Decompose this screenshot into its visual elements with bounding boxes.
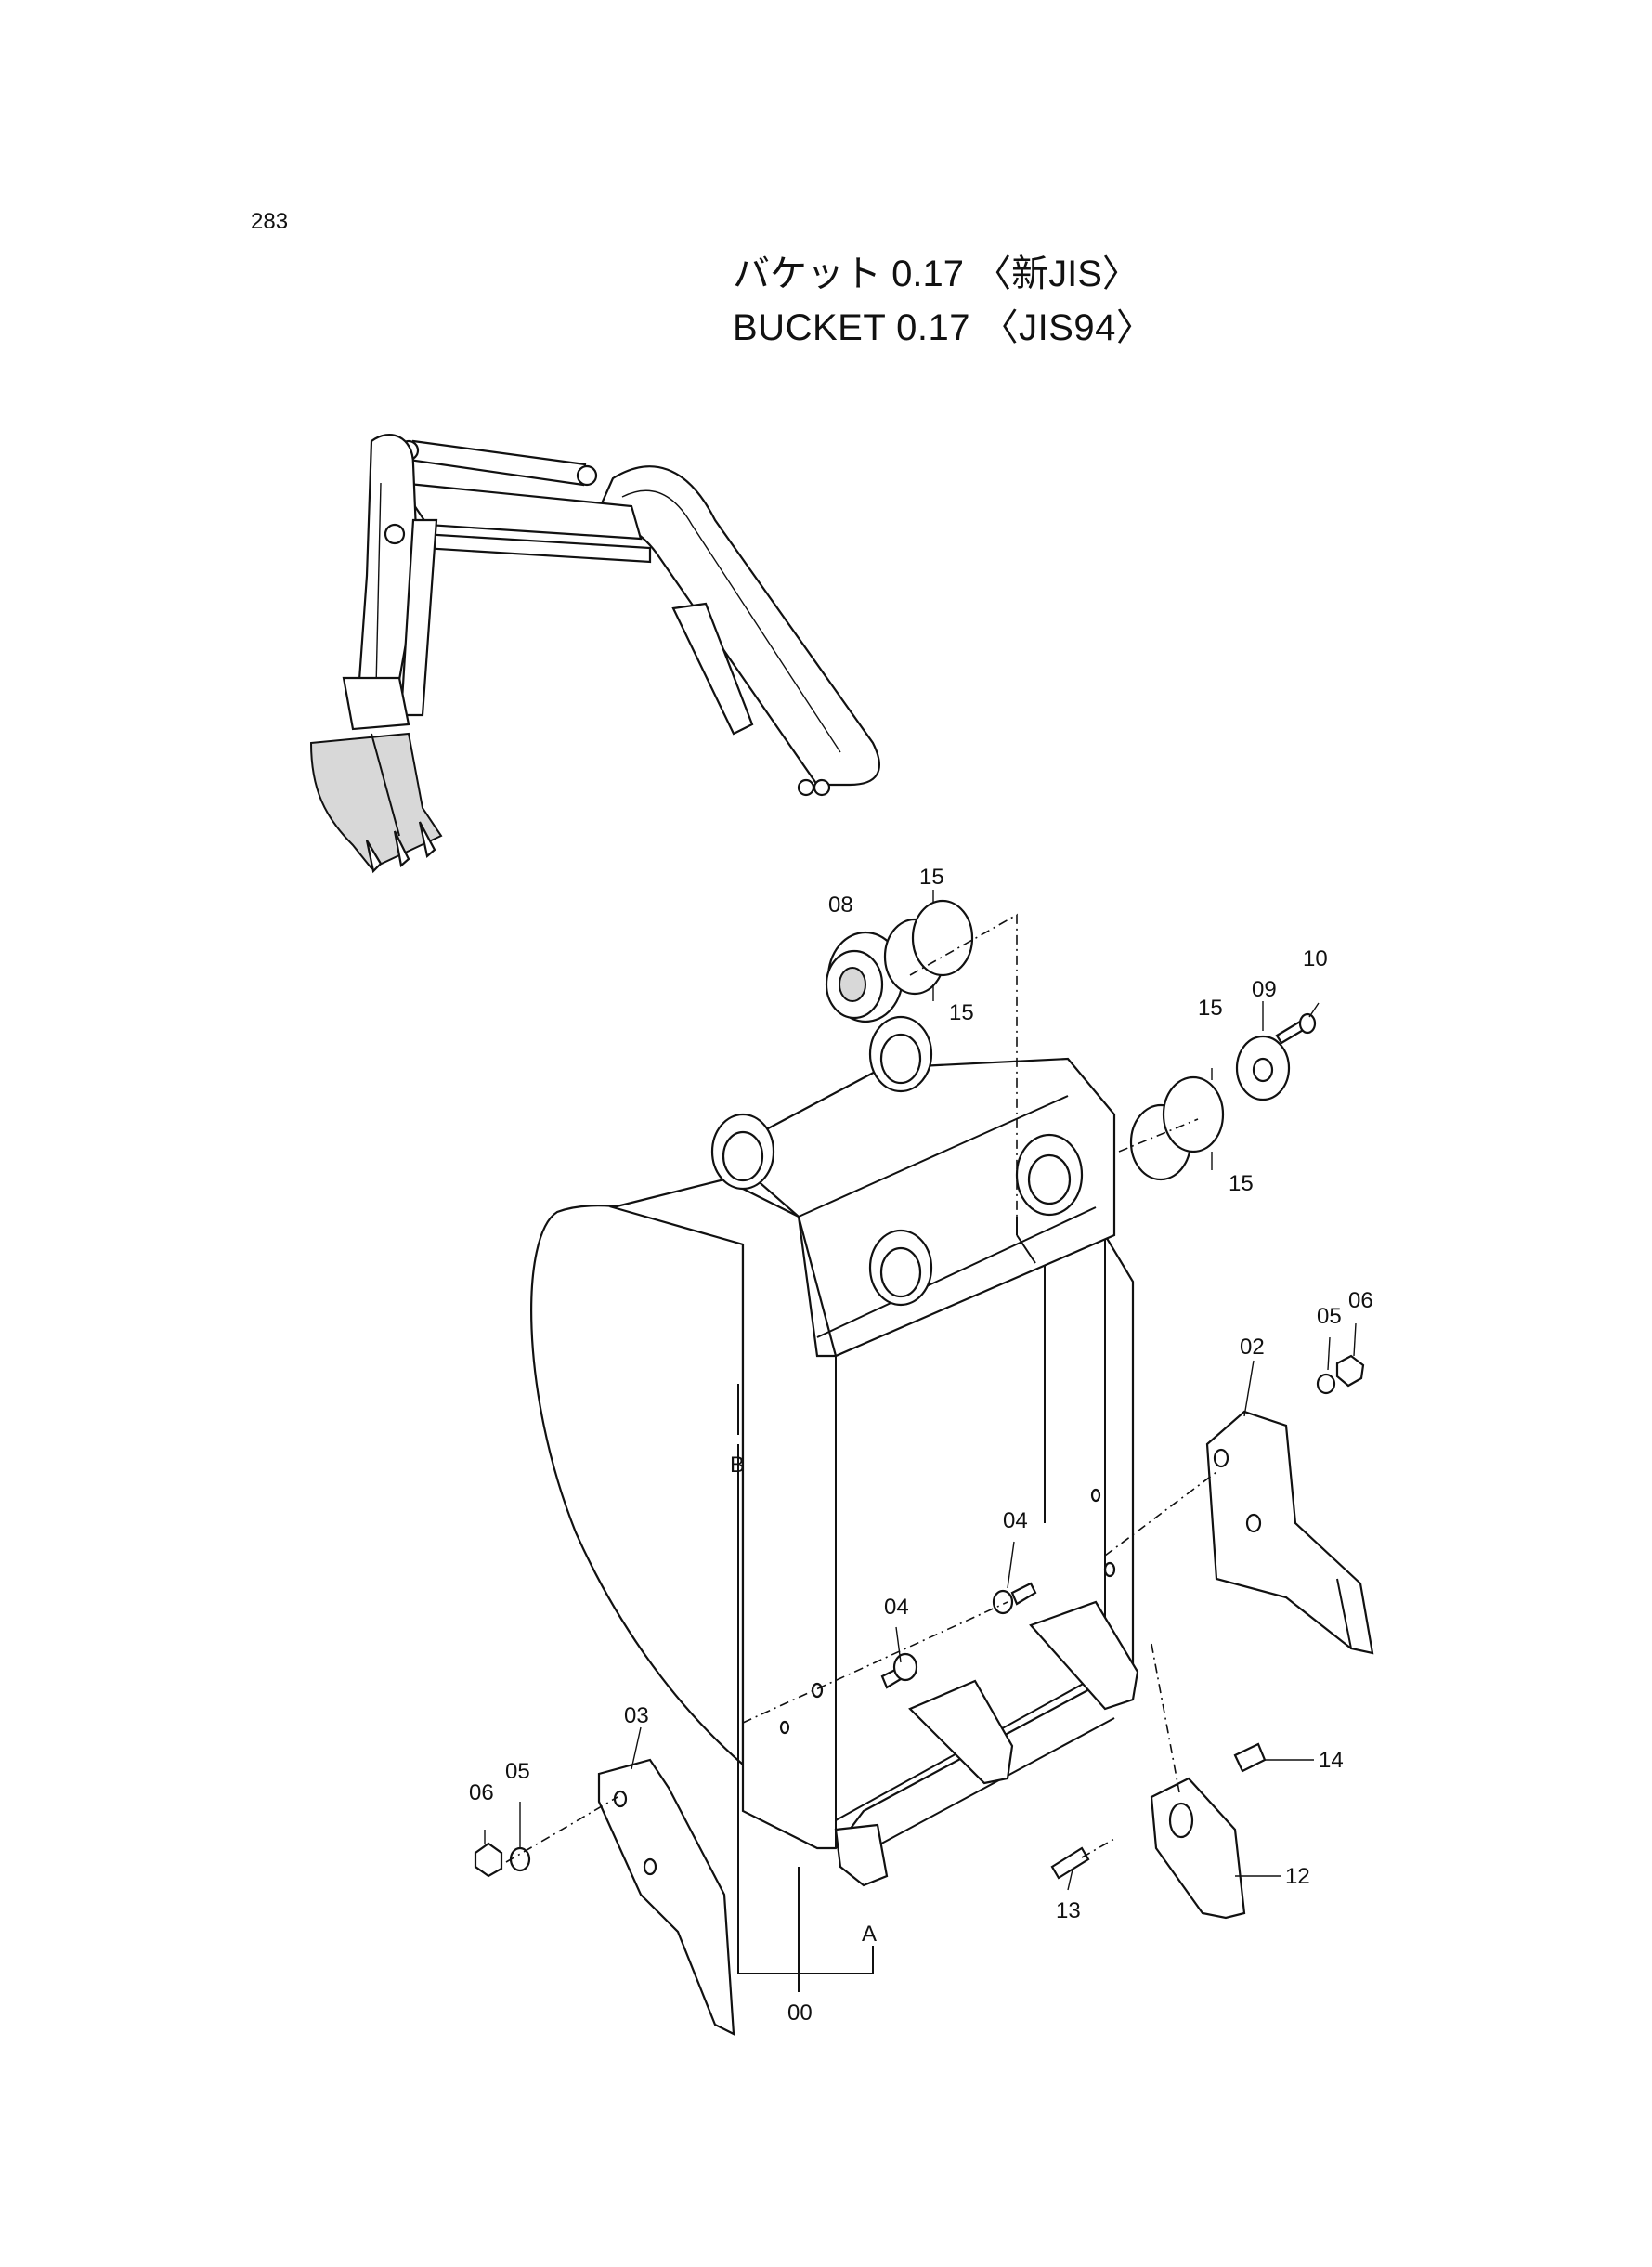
part-03-side-cutter [597, 1758, 735, 2036]
callout-03: 03 [624, 1703, 649, 1728]
part-04-bolts [880, 1582, 1037, 1689]
part-15-shims-top [883, 899, 974, 996]
callout-15: 15 [949, 1000, 974, 1025]
leader-lines [484, 890, 1357, 1992]
part-05-06-right [1316, 1354, 1365, 1395]
callout-00: 00 [787, 2000, 813, 2026]
callout-10: 10 [1303, 946, 1328, 971]
callout-14: 14 [1319, 1748, 1344, 1773]
callout-B: B [730, 1453, 745, 1478]
callout-labels: 15 15 08 10 09 15 15 05 06 02 04 04 03 0… [469, 865, 1373, 2026]
callout-04: 04 [884, 1595, 909, 1620]
callout-04: 04 [1003, 1508, 1028, 1533]
part-02-side-cutter [1205, 1410, 1374, 1655]
callout-12: 12 [1285, 1864, 1310, 1889]
callout-08: 08 [828, 892, 853, 918]
part-15-shims-right [1129, 1075, 1225, 1181]
callout-05: 05 [1317, 1304, 1342, 1329]
callout-15: 15 [919, 865, 944, 890]
part-10-bolt [1275, 1012, 1317, 1045]
part-13-lock [1050, 1846, 1090, 1880]
callout-02: 02 [1240, 1335, 1265, 1360]
excavator-arm-illustration [309, 434, 880, 874]
part-14-pin [1233, 1742, 1267, 1773]
callout-A: A [862, 1922, 877, 1947]
bucket-body [530, 1015, 1139, 1887]
callout-09: 09 [1252, 977, 1277, 1002]
part-09-plate [1235, 1035, 1291, 1101]
callout-06: 06 [1348, 1288, 1373, 1313]
callout-15: 15 [1229, 1171, 1254, 1196]
title-english: BUCKET 0.17 〈JIS94〉 [733, 307, 1154, 348]
callout-13: 13 [1056, 1898, 1081, 1923]
callout-06: 06 [469, 1780, 494, 1805]
part-05-06-left [474, 1842, 531, 1878]
title-japanese: バケット 0.17 〈新JIS〉 [733, 254, 1139, 294]
callout-15: 15 [1198, 996, 1223, 1021]
page-number: 283 [251, 209, 289, 234]
callout-05: 05 [505, 1759, 530, 1784]
part-12-tooth [1150, 1777, 1246, 1920]
